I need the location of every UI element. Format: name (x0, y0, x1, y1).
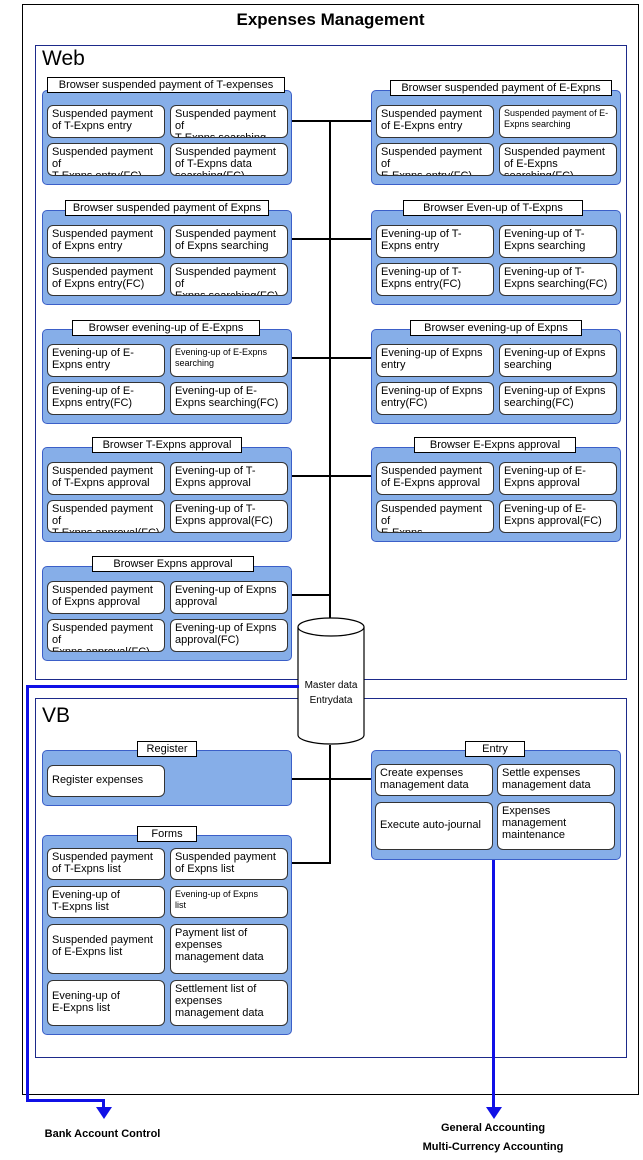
connector-line (291, 238, 371, 240)
forms-list-button-2[interactable]: Suspended payment of Expns list (170, 848, 288, 880)
group-title-e-expns-approval: Browser E-Expns approval (414, 437, 576, 453)
function-button-evenup-e-expns-1[interactable]: Evening-up of E- Expns entry (47, 344, 165, 377)
function-button-evenup-t-expns-1[interactable]: Evening-up of T- Expns entry (376, 225, 494, 258)
function-button-susp-e-expns-3[interactable]: Suspended payment of E-Expns entry(FC) (376, 143, 494, 176)
forms-list-button-5[interactable]: Suspended payment of E-Expns list (47, 924, 165, 974)
bank-flow-line (102, 1099, 105, 1109)
function-button-evenup-e-expns-3[interactable]: Evening-up of E- Expns entry(FC) (47, 382, 165, 415)
group-title-susp-e-expns: Browser suspended payment of E-Expns (390, 80, 612, 96)
bank-arrow-icon (96, 1107, 112, 1119)
expenses-management-frame (22, 4, 639, 1095)
group-title-susp-expns: Browser suspended payment of Expns (65, 200, 269, 216)
function-button-expns-approval-1[interactable]: Suspended payment of Expns approval (47, 581, 165, 614)
function-button-t-expns-approval-4[interactable]: Evening-up of T- Expns approval(FC) (170, 500, 288, 533)
group-title-register: Register (137, 741, 197, 757)
connector-line (291, 357, 371, 359)
function-button-expns-approval-3[interactable]: Suspended payment of Expns approval(FC) (47, 619, 165, 652)
connector-line (291, 778, 371, 780)
master-data-database-icon (297, 617, 365, 745)
function-button-evenup-t-expns-2[interactable]: Evening-up of T- Expns searching (499, 225, 617, 258)
function-button-susp-t-expenses-1[interactable]: Suspended payment of T-Expns entry (47, 105, 165, 138)
function-button-e-expns-approval-4[interactable]: Evening-up of E- Expns approval(FC) (499, 500, 617, 533)
function-button-susp-expns-3[interactable]: Suspended payment of Expns entry(FC) (47, 263, 165, 296)
function-button-expns-approval-4[interactable]: Evening-up of Expns approval(FC) (170, 619, 288, 652)
accounting-arrow-icon (486, 1107, 502, 1119)
web-section-label: Web (42, 47, 85, 70)
group-title-expns-approval: Browser Expns approval (92, 556, 254, 572)
function-button-t-expns-approval-3[interactable]: Suspended payment of T-Expns approval(FC… (47, 500, 165, 533)
database-label-entry: Entrydata (309, 695, 353, 706)
create-expenses-data-button[interactable]: Create expenses management data (375, 764, 493, 796)
expenses-maintenance-button[interactable]: Expenses management maintenance (497, 802, 615, 850)
function-button-susp-expns-4[interactable]: Suspended payment of Expns searching(FC) (170, 263, 288, 296)
bank-account-control-label: Bank Account Control (44, 1128, 161, 1140)
forms-list-button-4[interactable]: Evening-up of Expns list (170, 886, 288, 918)
function-button-evenup-t-expns-3[interactable]: Evening-up of T- Expns entry(FC) (376, 263, 494, 296)
group-title-evenup-t-expns: Browser Even-up of T-Expns (403, 200, 583, 216)
forms-list-button-7[interactable]: Evening-up of E-Expns list (47, 980, 165, 1026)
register-expenses-button[interactable]: Register expenses (47, 765, 165, 797)
bank-flow-line (26, 1099, 104, 1102)
connector-line (291, 862, 331, 864)
function-button-susp-t-expenses-4[interactable]: Suspended payment of T-Expns data search… (170, 143, 288, 176)
vb-section-label: VB (42, 704, 71, 727)
function-button-evenup-expns-2[interactable]: Evening-up of Expns searching (499, 344, 617, 377)
function-button-e-expns-approval-2[interactable]: Evening-up of E- Expns approval (499, 462, 617, 495)
execute-auto-journal-button[interactable]: Execute auto-journal (375, 802, 493, 850)
bank-flow-line (26, 685, 299, 688)
group-title-t-expns-approval: Browser T-Expns approval (92, 437, 242, 453)
function-button-evenup-expns-3[interactable]: Evening-up of Expns entry(FC) (376, 382, 494, 415)
function-button-evenup-e-expns-4[interactable]: Evening-up of E- Expns searching(FC) (170, 382, 288, 415)
bank-flow-line (26, 685, 29, 1102)
function-button-evenup-t-expns-4[interactable]: Evening-up of T- Expns searching(FC) (499, 263, 617, 296)
forms-list-button-1[interactable]: Suspended payment of T-Expns list (47, 848, 165, 880)
function-button-evenup-expns-1[interactable]: Evening-up of Expns entry (376, 344, 494, 377)
function-button-evenup-expns-4[interactable]: Evening-up of Expns searching(FC) (499, 382, 617, 415)
function-button-evenup-e-expns-2[interactable]: Evening-up of E-Expns searching (170, 344, 288, 377)
function-button-susp-t-expenses-2[interactable]: Suspended payment of T-Expns searching (170, 105, 288, 138)
forms-list-button-3[interactable]: Evening-up of T-Expns list (47, 886, 165, 918)
group-title-susp-t-expenses: Browser suspended payment of T-expenses (47, 77, 285, 93)
function-button-susp-e-expns-2[interactable]: Suspended payment of E- Expns searching (499, 105, 617, 138)
function-button-t-expns-approval-1[interactable]: Suspended payment of T-Expns approval (47, 462, 165, 495)
settle-expenses-data-button[interactable]: Settle expenses management data (497, 764, 615, 796)
function-button-e-expns-approval-1[interactable]: Suspended payment of E-Expns approval (376, 462, 494, 495)
group-title-entry: Entry (465, 741, 525, 757)
function-button-expns-approval-2[interactable]: Evening-up of Expns approval (170, 581, 288, 614)
function-button-susp-t-expenses-3[interactable]: Suspended payment of T-Expns entry(FC) (47, 143, 165, 176)
accounting-flow-line (492, 860, 495, 1110)
group-title-evenup-expns: Browser evening-up of Expns (410, 320, 582, 336)
connector-line (291, 475, 371, 477)
diagram-title: Expenses Management (236, 10, 425, 29)
forms-list-button-8[interactable]: Settlement list of expenses management d… (170, 980, 288, 1026)
vb-trunk-line (329, 745, 331, 863)
function-button-susp-expns-1[interactable]: Suspended payment of Expns entry (47, 225, 165, 258)
function-button-e-expns-approval-3[interactable]: Suspended payment of E-Expns approval(FC… (376, 500, 494, 533)
function-button-t-expns-approval-2[interactable]: Evening-up of T- Expns approval (170, 462, 288, 495)
group-title-forms: Forms (137, 826, 197, 842)
database-label-master: Master data (304, 680, 358, 691)
accounting-label: General Accounting Multi-Currency Accoun… (422, 1122, 564, 1153)
connector-line (291, 594, 331, 596)
function-button-susp-expns-2[interactable]: Suspended payment of Expns searching (170, 225, 288, 258)
trunk-line (329, 120, 331, 620)
connector-line (291, 120, 371, 122)
function-button-susp-e-expns-1[interactable]: Suspended payment of E-Expns entry (376, 105, 494, 138)
forms-list-button-6[interactable]: Payment list of expenses management data (170, 924, 288, 974)
group-title-evenup-e-expns: Browser evening-up of E-Expns (72, 320, 260, 336)
function-button-susp-e-expns-4[interactable]: Suspended payment of E-Expns searching(F… (499, 143, 617, 176)
